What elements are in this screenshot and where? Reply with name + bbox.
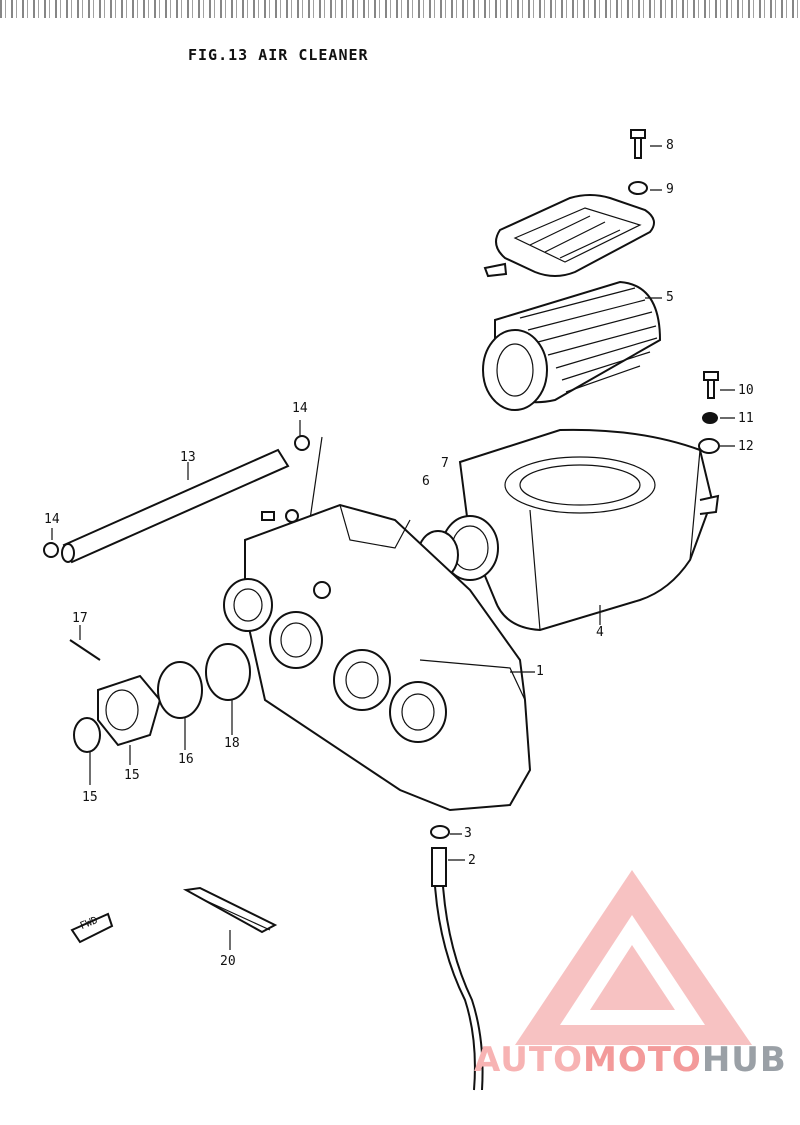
callout-4: 4 xyxy=(596,625,604,640)
washer-9-icon xyxy=(628,181,648,195)
watermark-logo-icon xyxy=(515,870,752,1045)
watermark-part1: AUTO xyxy=(474,1040,583,1080)
clip-3-icon xyxy=(430,825,450,839)
clamp-19-icon xyxy=(205,643,251,701)
bolt-8-icon xyxy=(630,129,646,159)
flange-15-icon xyxy=(97,674,162,747)
callout-18: 17 xyxy=(72,611,88,626)
callout-19: 18 xyxy=(224,736,240,751)
nut-11-icon xyxy=(702,412,718,424)
cover-plate-icon xyxy=(483,194,655,278)
tube-13-icon xyxy=(61,448,290,564)
callout-7: 7 xyxy=(441,456,449,471)
callout-1: 1 xyxy=(536,664,544,679)
callout-14-left: 14 xyxy=(44,512,60,527)
watermark-part2: MOTO xyxy=(582,1040,702,1080)
callout-13: 13 xyxy=(180,450,196,465)
callout-9: 9 xyxy=(666,182,674,197)
callout-8: 8 xyxy=(666,138,674,153)
callout-11: 11 xyxy=(738,411,754,426)
callout-2: 2 xyxy=(468,853,476,868)
clamp-17-icon xyxy=(157,661,203,719)
callout-15: 15 xyxy=(124,768,140,783)
washer-12-icon xyxy=(698,438,720,454)
callout-16: 15 xyxy=(82,790,98,805)
filter-element-icon xyxy=(482,280,662,411)
watermark-part3: HUB xyxy=(701,1040,787,1080)
watermark-text: AUTOMOTOHUB xyxy=(474,1040,787,1080)
drain-hose-2-icon xyxy=(431,847,484,1091)
callout-17: 16 xyxy=(178,752,194,767)
fwd-arrow-icon xyxy=(70,912,114,944)
clip-14-left-icon xyxy=(43,542,59,558)
callout-5: 5 xyxy=(666,290,674,305)
callout-20: 20 xyxy=(220,954,236,969)
scan-noise xyxy=(0,0,800,18)
callout-6: 6 xyxy=(422,474,430,489)
callout-3: 3 xyxy=(464,826,472,841)
figure-title: FIG.13 AIR CLEANER xyxy=(188,46,369,64)
o-ring-16-icon xyxy=(73,717,101,753)
bolt-10-icon xyxy=(703,371,719,399)
callout-12: 12 xyxy=(738,439,754,454)
clip-14-right-icon xyxy=(294,435,310,451)
air-box-icon xyxy=(223,503,532,812)
air-cleaner-case-icon xyxy=(458,428,720,632)
callout-14-right: 14 xyxy=(292,401,308,416)
bolt-18-icon xyxy=(69,639,101,661)
callout-10: 10 xyxy=(738,383,754,398)
clip-20-icon xyxy=(182,886,278,934)
